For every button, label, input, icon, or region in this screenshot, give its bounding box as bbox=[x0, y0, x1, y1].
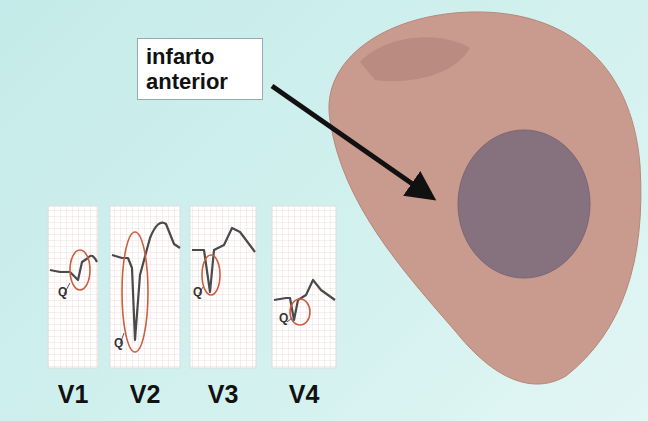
lead-name: V1 bbox=[58, 380, 89, 409]
heart-illustration bbox=[329, 12, 641, 384]
lead-marker: Q bbox=[58, 285, 67, 299]
pointer-arrow bbox=[272, 86, 424, 192]
label-text: infarto anterior bbox=[146, 44, 254, 94]
lead-marker: Q bbox=[193, 285, 202, 299]
lead-name: V4 bbox=[289, 380, 320, 409]
lead-name: V3 bbox=[208, 380, 239, 409]
label-box: infarto anterior bbox=[137, 38, 263, 100]
ecg-strips bbox=[48, 206, 336, 368]
lead-marker: Q bbox=[114, 336, 123, 350]
lead-marker: Q bbox=[279, 311, 288, 325]
lead-name: V2 bbox=[130, 380, 161, 409]
